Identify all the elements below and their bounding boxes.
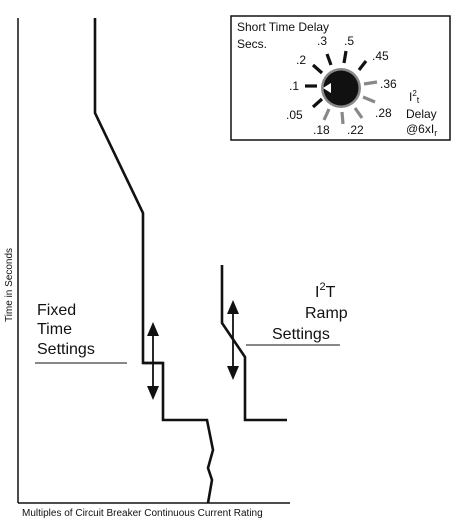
short-time-delay-dial-inset: Short Time Delay Secs. (230, 15, 451, 141)
dial-tick-label-01: .1 (289, 79, 299, 93)
dial-tick-label-022: .22 (347, 123, 364, 137)
dial-delay-label: Delay (406, 107, 437, 121)
fixed-time-label-line2: Time (37, 321, 72, 338)
dial-title-line2: Secs. (237, 37, 267, 51)
dial-tick-label-045: .45 (372, 49, 389, 63)
dial-tick-label-05: .5 (344, 34, 354, 48)
i2t-ramp-label-line2: Ramp (305, 305, 348, 322)
fixed-time-label-line1: Fixed (37, 302, 76, 319)
i2t-ramp-label-line1: I2T (315, 281, 336, 301)
dial-tick-label-028: .28 (375, 106, 392, 120)
i2t-ramp-label-line3: Settings (272, 326, 330, 343)
fixed-time-label-line3: Settings (37, 341, 95, 358)
knob-body (323, 70, 359, 106)
trip-curve (93, 18, 215, 504)
dial-at-label: @6xIr (406, 122, 437, 138)
dial-tick-label-03: .3 (317, 34, 327, 48)
x-axis-label: Multiples of Circuit Breaker Continuous … (22, 508, 263, 519)
fixed-time-adjust-arrow (147, 322, 159, 400)
dial-tick-label-018: .18 (313, 123, 330, 137)
i2t-ramp-curve (220, 265, 287, 422)
delay-knob[interactable] (305, 50, 378, 125)
dial-tick-label-005: .05 (286, 108, 303, 122)
i2t-adjust-arrow (227, 300, 239, 380)
dial-i2t-label: I2t (409, 89, 420, 105)
i2t-ticks (322, 80, 378, 125)
y-axis-label: Time in Seconds (4, 248, 15, 322)
fixed-ticks (305, 50, 368, 109)
dial-tick-label-02: .2 (296, 53, 306, 67)
dial-tick-label-036: .36 (380, 77, 397, 91)
knob-pointer (323, 83, 331, 93)
dial-title-line1: Short Time Delay (237, 20, 329, 34)
